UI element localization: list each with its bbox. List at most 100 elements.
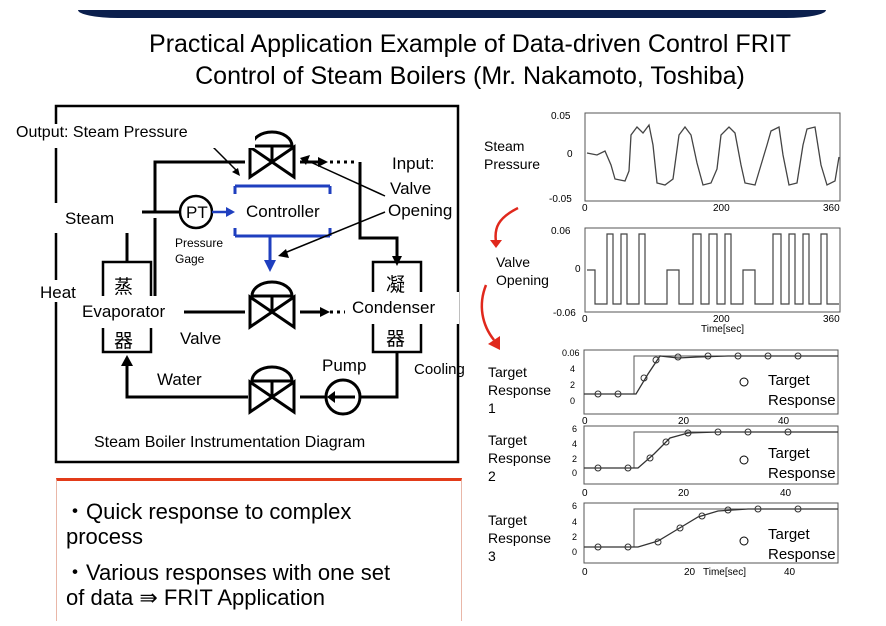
valve-y-tick-mid: 0 (575, 264, 581, 275)
valve-x-tick-0: 0 (582, 314, 588, 325)
condenser-inlet-pipe (358, 162, 399, 262)
tr1-x-tick-20: 20 (678, 416, 690, 426)
pressure-gage-label-line-2: Gage (175, 252, 205, 266)
tr3-legend-line-1: Target (768, 526, 810, 543)
valve-opening-series (587, 233, 839, 305)
tr3-x-label: Time[sec] (703, 567, 746, 578)
valve-label: Valve (180, 329, 222, 348)
middle-valve-actuator (250, 280, 294, 298)
condenser-kanji-top: 凝 (386, 275, 406, 296)
steam-y-tick-top: 0.05 (551, 111, 571, 122)
tr3-legend-line-2: Response (768, 546, 836, 563)
title-bar (78, 10, 826, 18)
steam-pressure-label-line-2: Pressure (484, 156, 541, 172)
cooling-label: Cooling (414, 361, 465, 378)
target-response-3-line-1: Target (488, 512, 527, 528)
controller-label-bg (238, 198, 336, 226)
slide-title-line-2: Control of Steam Boilers (Mr. Nakamoto, … (195, 62, 745, 90)
pressure-gage-label-line-1: Pressure (175, 236, 224, 250)
input-label-line-2: Valve (390, 179, 432, 198)
target-response-2-line-2: Response (488, 450, 552, 466)
middle-valve-body (248, 294, 296, 330)
tr1-x-tick-0: 0 (582, 416, 588, 426)
controller-label: Controller (246, 202, 320, 221)
bullet-1-line-1: ・Quick response to complex (64, 499, 352, 524)
target-response-1-line-3: 1 (488, 400, 496, 416)
tr3-x-tick-0: 0 (582, 567, 588, 578)
tr3-y-tick-2: 2 (572, 532, 577, 542)
output-label-bg (10, 124, 255, 148)
diagram-caption: Steam Boiler Instrumentation Diagram (94, 434, 366, 451)
pt-label: PT (186, 203, 208, 222)
condenser-label-bg (347, 292, 459, 324)
water-label: Water (157, 370, 202, 389)
target-response-1-line-2: Response (488, 382, 552, 398)
tr2-x-tick-0: 0 (582, 488, 588, 499)
steam-label-bg (50, 203, 142, 233)
target-response-2-line-3: 2 (488, 468, 496, 484)
bullet-2-line-2: of data ⇛ FRIT Application (66, 585, 325, 610)
tr2-x-tick-40: 40 (780, 488, 792, 499)
bullet-box (56, 478, 462, 621)
valve-x-tick-200: 200 (713, 314, 730, 325)
heat-label: Heat (40, 283, 76, 302)
tr1-legend-line-1: Target (768, 372, 810, 389)
pump-label: Pump (322, 356, 367, 375)
heat-label-bg (30, 280, 78, 302)
valve-y-tick-bottom: -0.06 (553, 308, 576, 319)
condenser-kanji-bottom: 器 (386, 329, 406, 350)
steam-y-tick-bottom: -0.05 (549, 194, 572, 205)
slide-title-line-1: Practical Application Example of Data-dr… (149, 30, 791, 58)
target-response-1-chart: 0.06 4 2 0 0 20 40 (562, 348, 839, 426)
target-response-3-line-2: Response (488, 530, 552, 546)
tr2-legend-line-1: Target (768, 445, 810, 462)
top-valve-body (248, 144, 296, 180)
tr2-x-tick-20: 20 (678, 488, 690, 499)
tr2-y-tick-1: 4 (572, 439, 577, 449)
tr2-y-tick-0: 6 (572, 424, 577, 434)
tr1-legend-line-2: Response (768, 392, 836, 409)
evaporator-kanji-top: 蒸 (114, 277, 134, 298)
tr3-x-tick-40: 40 (784, 567, 796, 578)
bottom-valve-actuator (250, 365, 294, 383)
valve-y-tick-top: 0.06 (551, 226, 571, 237)
tr2-y-tick-2: 2 (572, 454, 577, 464)
evaporator-kanji-bottom: 器 (114, 331, 134, 352)
target-response-2-line-1: Target (488, 432, 527, 448)
tr3-y-tick-3: 0 (572, 547, 577, 557)
tr3-y-tick-0: 6 (572, 501, 577, 511)
input-label-line-1: Input: (392, 154, 435, 173)
steam-x-tick-360: 360 (823, 203, 840, 213)
input-label-line-3: Opening (388, 201, 453, 220)
steam-label: Steam (65, 209, 115, 228)
tr2-legend-line-2: Response (768, 465, 836, 482)
steam-pressure-series (586, 123, 840, 186)
condenser-outlet-pipe (358, 352, 399, 399)
steam-x-tick-200: 200 (713, 203, 730, 213)
tr3-y-tick-1: 4 (572, 517, 577, 527)
tr1-y-tick-0: 0.06 (562, 348, 580, 358)
water-return-pipe (125, 362, 248, 399)
tr1-y-tick-2: 2 (570, 380, 575, 390)
target-response-1-line-1: Target (488, 364, 527, 380)
target-response-3-chart: 6 4 2 0 0 20 Time[sec] 40 (572, 501, 839, 578)
top-valve-actuator (250, 130, 294, 148)
steam-y-tick-mid: 0 (567, 149, 573, 160)
tr3-x-tick-20: 20 (684, 567, 696, 578)
output-label: Output: Steam Pressure (16, 124, 188, 141)
valve-opening-label-line-2: Opening (496, 272, 549, 288)
valve-x-tick-360: 360 (823, 314, 840, 325)
condenser-label: Condenser (352, 298, 436, 317)
target-response-3-line-3: 3 (488, 548, 496, 564)
steam-pressure-chart: 0.05 0 -0.05 0 200 360 (549, 111, 841, 213)
steam-pressure-label-line-1: Steam (484, 138, 525, 154)
evaporator-label: Evaporator (82, 302, 166, 321)
valve-opening-label-line-1: Valve (496, 254, 530, 270)
bullet-2-line-1: ・Various responses with one set (64, 560, 391, 585)
tr1-x-tick-40: 40 (778, 416, 790, 426)
tr2-y-tick-3: 0 (572, 468, 577, 478)
evaporator-label-bg (72, 296, 184, 328)
red-arrows (480, 206, 519, 350)
tr1-y-tick-3: 0 (570, 396, 575, 406)
steam-x-tick-0: 0 (582, 203, 588, 213)
